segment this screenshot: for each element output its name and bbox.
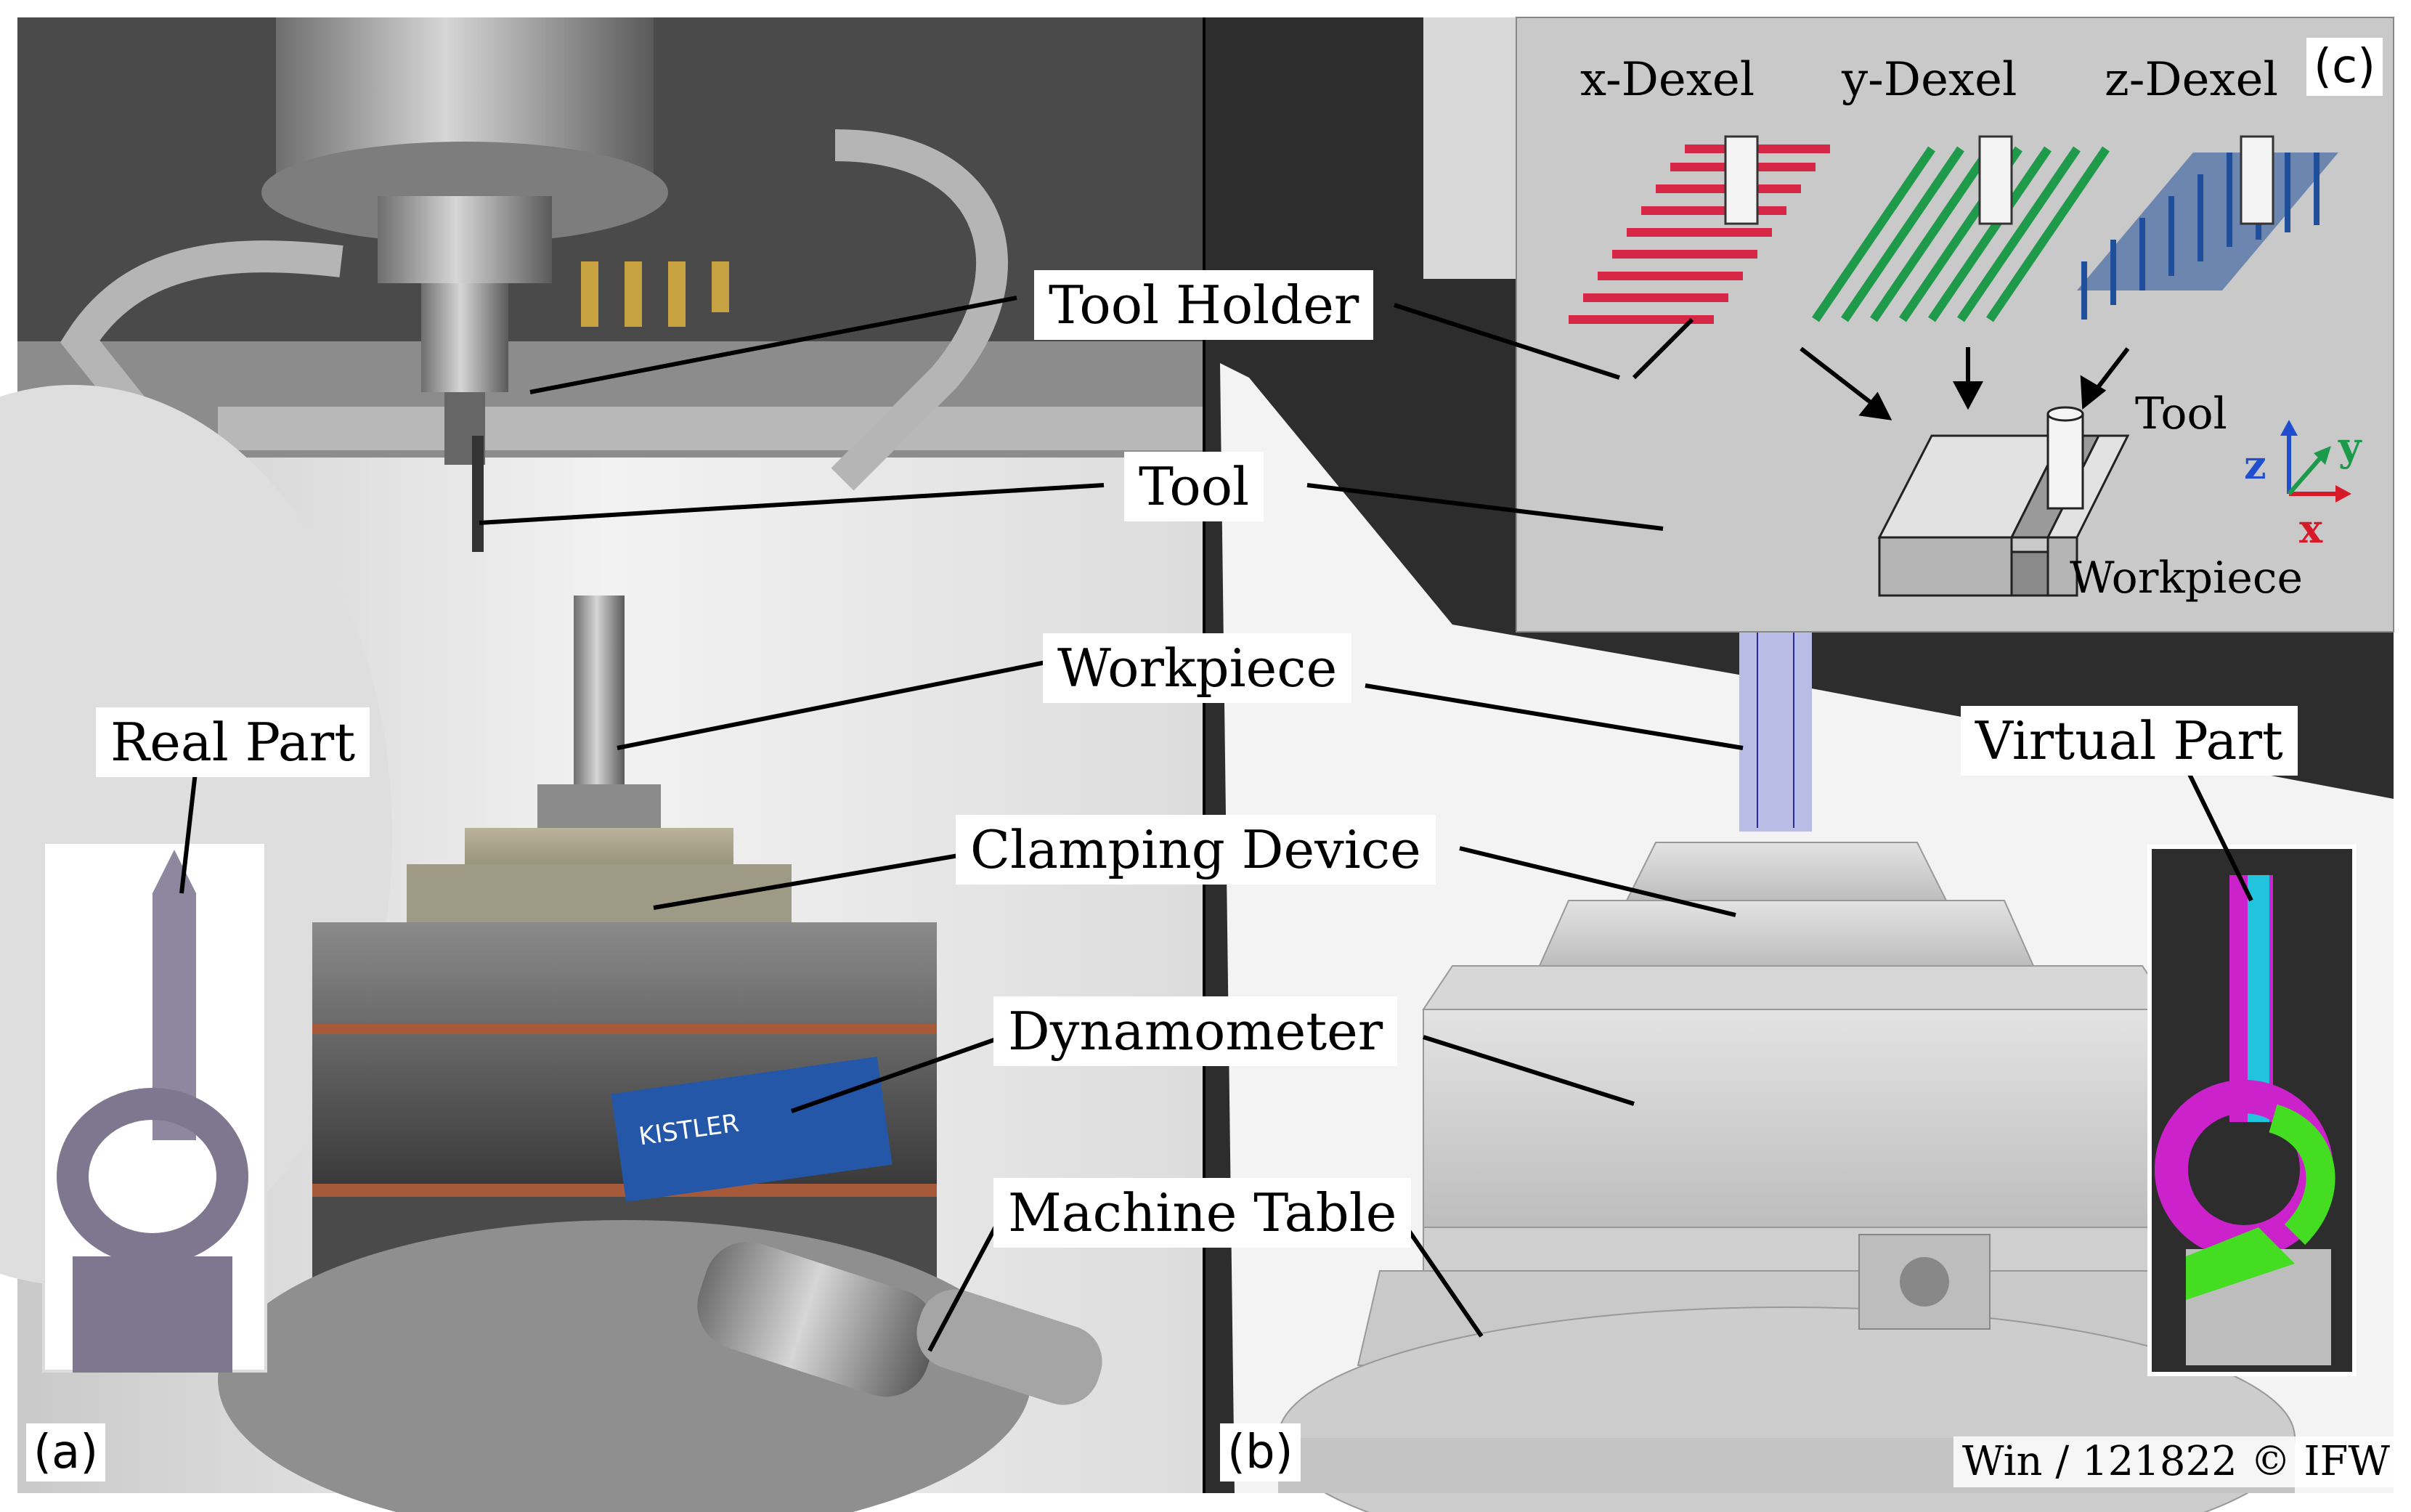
- panel-label-c: (c): [2306, 38, 2383, 96]
- dexel-workpiece-label: Workpiece: [2070, 553, 2303, 603]
- dexel-workpiece: [1877, 406, 2130, 597]
- axis-label-y: y: [2338, 423, 2362, 470]
- x-dexel-title: x-Dexel: [1580, 53, 1755, 107]
- label-clamping-device: Clamping Device: [956, 815, 1436, 885]
- virtual-part-inset: [2147, 845, 2357, 1376]
- credit-line: Win / 121822 © IFW: [1953, 1436, 2399, 1487]
- panel-label-a: (a): [26, 1423, 106, 1481]
- axis-label-x: x: [2299, 505, 2323, 552]
- kistler-nameplate: KISTLER: [611, 1056, 893, 1203]
- dexel-tool-label: Tool: [2135, 389, 2227, 439]
- z-dexel-title: z-Dexel: [2105, 53, 2278, 107]
- dexel-arrows: [1800, 346, 2130, 420]
- label-workpiece: Workpiece: [1043, 633, 1352, 703]
- real-part-inset: [42, 841, 267, 1373]
- label-machine-table: Machine Table: [993, 1178, 1412, 1248]
- label-virtual-part: Virtual Part: [1961, 706, 2298, 776]
- leader-lines: [179, 296, 2253, 1352]
- x-dexel-grid: [1569, 135, 1830, 324]
- panel-a-photo: KISTLER: [0, 17, 1204, 1512]
- panel-label-b: (b): [1220, 1423, 1301, 1481]
- cad-workpiece: [1739, 606, 1812, 832]
- y-dexel-grid: [1812, 135, 2110, 322]
- panel-c-dexel: [1516, 17, 2394, 633]
- z-dexel-grid: [2077, 135, 2338, 320]
- label-dynamometer: Dynamometer: [993, 996, 1398, 1066]
- label-tool-holder: Tool Holder: [1034, 270, 1374, 340]
- label-real-part: Real Part: [96, 707, 370, 777]
- y-dexel-title: y-Dexel: [1842, 53, 2017, 107]
- axis-label-z: z: [2244, 442, 2266, 488]
- axis-triad-icon: [2280, 420, 2351, 503]
- label-tool: Tool: [1124, 452, 1264, 521]
